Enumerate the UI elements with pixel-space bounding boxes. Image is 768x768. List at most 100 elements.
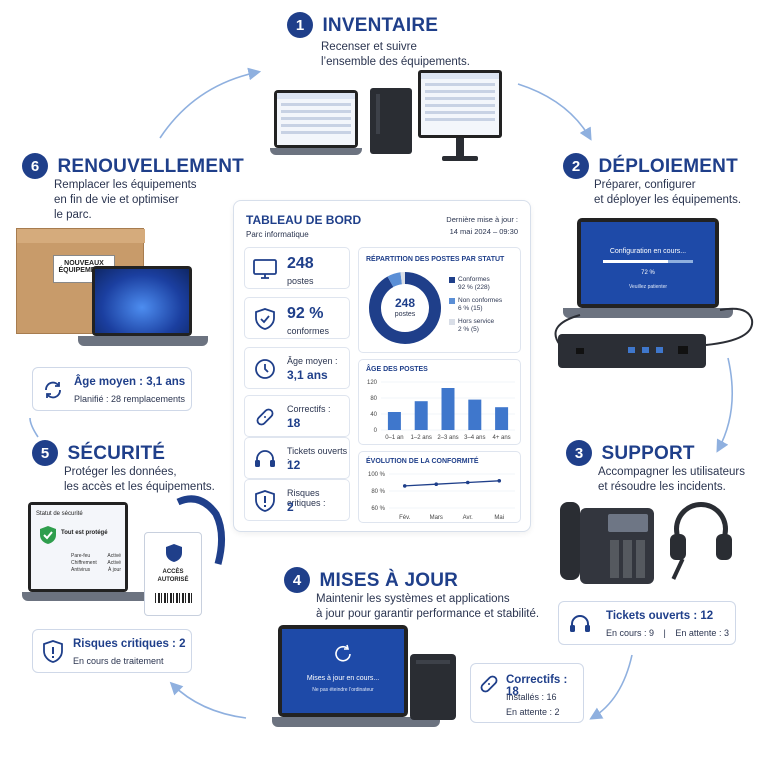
kpi-value: 12 xyxy=(287,458,301,472)
bar-xtick: 0–1 an xyxy=(385,435,403,441)
step-title: SÉCURITÉ xyxy=(67,442,166,464)
kpi-conformes[interactable]: 92 % conformes xyxy=(244,297,350,339)
badge-l1: ACCÈS xyxy=(162,569,184,575)
step-description: Maintenir les systèmes et applications à… xyxy=(316,593,540,620)
sec-row-key: Antivirus xyxy=(71,567,91,573)
config-wait: Veuillez patienter xyxy=(628,284,668,290)
step-number: 2 xyxy=(563,153,589,179)
arrow-3-to-4 xyxy=(589,654,633,720)
refresh-icon xyxy=(45,381,61,399)
desk-phone xyxy=(560,500,656,586)
sec-row-key: Pare-feu xyxy=(71,553,91,559)
bandage-icon xyxy=(480,675,498,693)
line-title: ÉVOLUTION DE LA CONFORMITÉ xyxy=(366,458,479,465)
step-securite: 5 SÉCURITÉ xyxy=(32,440,165,466)
kpi-label: conformes xyxy=(287,326,330,336)
line-ytick: 60 % xyxy=(371,506,385,512)
bar-xtick: 4+ ans xyxy=(493,435,511,441)
line-ytick: 100 % xyxy=(368,472,386,478)
clock-icon xyxy=(255,359,275,379)
step-number: 5 xyxy=(32,440,58,466)
update-text: Mises à jour en cours... xyxy=(306,675,380,682)
line-panel: ÉVOLUTION DE LA CONFORMITÉ 100 %80 %60 %… xyxy=(358,451,521,523)
kpi-risques[interactable]: Risques critiques : 2 xyxy=(244,479,350,521)
bar-2 xyxy=(441,388,455,430)
headset xyxy=(668,500,734,586)
line-xtick: Fév. xyxy=(399,515,411,521)
sec-row-value: À jour xyxy=(107,567,121,573)
legend-swatch xyxy=(449,277,455,283)
dashboard-title: TABLEAU DE BORD xyxy=(246,213,362,227)
bar-xtick: 1–2 ans xyxy=(411,435,432,441)
line-series xyxy=(404,480,500,487)
box-label-l1: NOUVEAUX xyxy=(64,260,104,267)
legend-swatch xyxy=(449,319,455,325)
bar-title: ÂGE DES POSTES xyxy=(366,366,428,373)
donut-center-label: postes xyxy=(394,311,416,318)
kpi-label: Âge moyen : xyxy=(287,356,338,366)
box-label-l2: ÉQUIPEMENTS xyxy=(58,267,110,274)
bar-4 xyxy=(495,407,509,430)
legend-swatch xyxy=(449,298,455,304)
dashboard-update-date: 14 mai 2024 – 09:30 xyxy=(449,227,518,236)
barcode xyxy=(155,593,193,603)
arrow-1-to-2 xyxy=(517,83,592,141)
dashboard-subtitle: Parc informatique xyxy=(246,230,309,239)
tickets-sub: En cours : 9 | En attente : 3 xyxy=(606,628,729,638)
legend-name: Conformes xyxy=(458,276,490,283)
kpi-postes[interactable]: 248 postes xyxy=(244,247,350,289)
step-deploiement: 2 DÉPLOIEMENT xyxy=(563,153,738,179)
donut-title: RÉPARTITION DES POSTES PAR STATUT xyxy=(366,256,505,263)
kpi-value: 2 xyxy=(287,500,294,514)
risques-title: Risques critiques : 2 xyxy=(73,638,186,650)
bar-xtick: 3–4 ans xyxy=(464,435,485,441)
step-renouvellement: 6 RENOUVELLEMENT xyxy=(22,153,244,179)
info-card-age: Âge moyen : 3,1 ans Planifié : 28 rempla… xyxy=(32,367,192,411)
step-description: Protéger les données, les accès et les é… xyxy=(64,466,215,493)
arrow-6-to-1 xyxy=(159,67,262,139)
monitor-icon xyxy=(253,259,277,279)
config-text: Configuration en cours... xyxy=(609,248,687,255)
refresh-icon xyxy=(335,644,351,662)
dashboard-update-label: Dernière mise à jour : xyxy=(446,215,518,224)
donut-panel: RÉPARTITION DES POSTES PAR STATUT 248 po… xyxy=(358,247,521,353)
bar-ytick: 0 xyxy=(374,428,378,434)
line-xtick: Mai xyxy=(494,515,504,521)
age-sub: Planifié : 28 remplacements xyxy=(74,394,186,404)
sec-row-key: Chiffrement xyxy=(71,560,97,566)
kpi-age[interactable]: Âge moyen : 3,1 ans xyxy=(244,347,350,389)
deploy-laptop: Configuration en cours... 72 % Veuillez … xyxy=(563,218,733,330)
arrow-5-to-6 xyxy=(29,417,39,438)
line-point-0 xyxy=(402,484,407,488)
legend-detail: 2 % (5) xyxy=(458,326,479,333)
inventory-tower xyxy=(370,88,412,154)
bar-ytick: 120 xyxy=(367,380,378,386)
step-number: 6 xyxy=(22,153,48,179)
info-card-correctifs: Correctifs : 18 Installés : 16 En attent… xyxy=(470,663,584,723)
arrow-4-to-5 xyxy=(169,681,247,719)
arrow-2-to-3 xyxy=(716,357,733,453)
line-xtick: Mars xyxy=(430,515,443,521)
kpi-value: 3,1 ans xyxy=(287,368,328,382)
info-card-tickets: Tickets ouverts : 12 En cours : 9 | En a… xyxy=(558,601,736,645)
lanyard xyxy=(176,495,225,565)
shipping-box: NOUVEAUX ÉQUIPEMENTS xyxy=(16,228,145,334)
step-description: Accompagner les utilisateurs et résoudre… xyxy=(598,466,746,493)
shield-check-icon xyxy=(255,308,275,330)
kpi-correctifs[interactable]: Correctifs : 18 xyxy=(244,395,350,437)
step-support: 3 SUPPORT xyxy=(566,440,695,466)
update-laptop: Mises à jour en cours... Ne pas éteindre… xyxy=(272,625,440,741)
line-xtick: Avr. xyxy=(463,515,474,521)
step-title: INVENTAIRE xyxy=(322,14,439,36)
kpi-tickets[interactable]: Tickets ouverts : 12 xyxy=(244,437,350,479)
correctifs-pending: En attente : 2 xyxy=(506,707,560,717)
legend-name: Hors service xyxy=(458,318,495,325)
inventory-monitor xyxy=(418,70,502,166)
bar-xtick: 2–3 ans xyxy=(437,435,458,441)
dock-cable xyxy=(554,307,754,346)
bar-0 xyxy=(387,412,401,430)
